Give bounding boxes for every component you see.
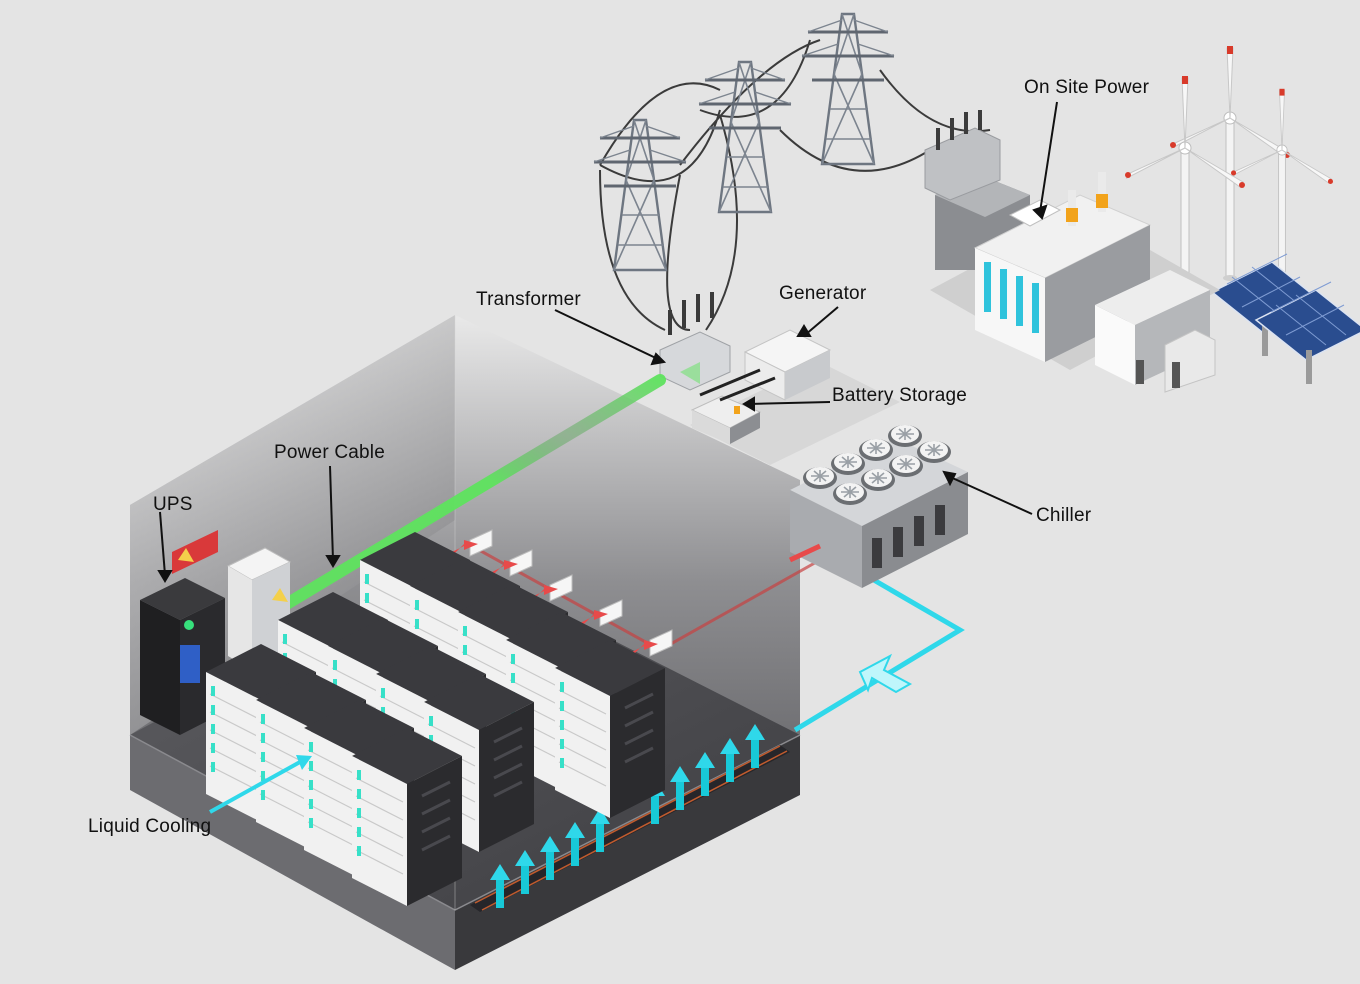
transmission-tower-icon xyxy=(800,12,896,166)
label-liquid-cooling: Liquid Cooling xyxy=(88,816,212,837)
generator-icon xyxy=(743,329,832,401)
server-rack-icon xyxy=(350,726,464,908)
label-leaders xyxy=(157,101,1058,583)
label-power-cable: Power Cable xyxy=(274,442,385,463)
label-chiller: Chiller xyxy=(1036,505,1092,526)
cold-water-pipe xyxy=(793,569,965,733)
chiller-icon xyxy=(788,424,968,588)
wind-turbine-icon xyxy=(1230,88,1334,289)
label-on-site-power: On Site Power xyxy=(1024,77,1150,98)
substation-icon xyxy=(924,110,1001,201)
transmission-tower-icon xyxy=(697,60,793,214)
label-battery-storage: Battery Storage xyxy=(832,385,968,406)
label-ups: UPS xyxy=(153,494,193,515)
transformer-icon xyxy=(659,292,731,391)
label-transformer: Transformer xyxy=(476,289,581,310)
utility-yard xyxy=(659,292,900,465)
liquid-cooling-arrowhead xyxy=(296,755,312,770)
server-rack-icon xyxy=(553,638,667,820)
power-plant-icon xyxy=(930,172,1220,393)
cold-water-arrow-icon xyxy=(858,653,913,694)
power-cable-line xyxy=(279,374,666,611)
battery-icon xyxy=(690,395,762,444)
liquid-cooling-arrow xyxy=(209,760,301,814)
label-generator: Generator xyxy=(779,283,867,304)
transmission-line-group xyxy=(592,12,991,331)
